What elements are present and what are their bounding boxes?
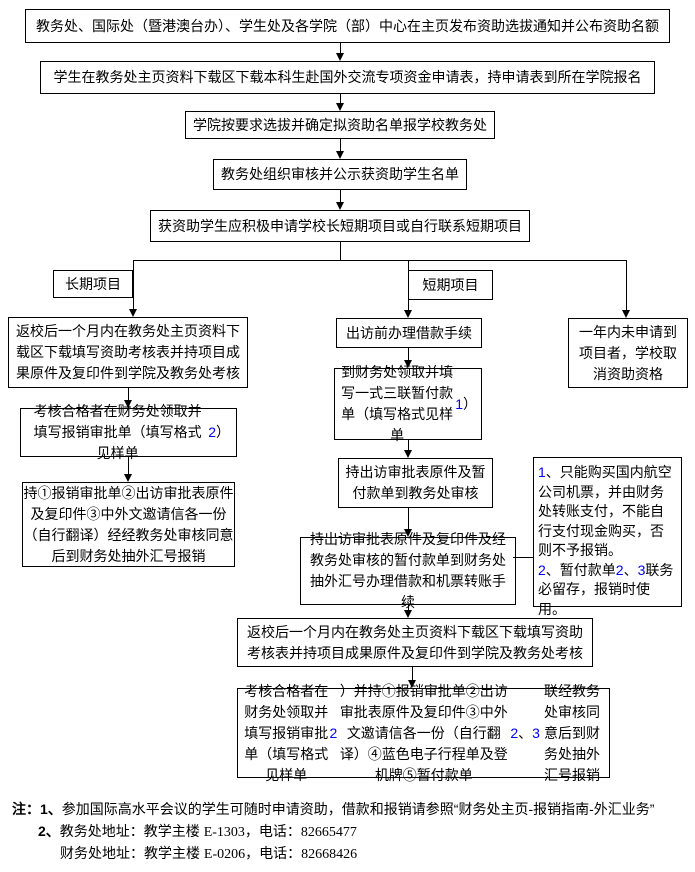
branch-left-arrowhead <box>129 309 137 317</box>
step-short-term-assessment: 返校后一个月内在教务处主页资料下载区下载填写资助考核表并持项目成果原件及复印件到… <box>237 618 593 667</box>
branch-mid-arrowhead <box>404 310 412 318</box>
step-publish-notice: 教务处、国际处（暨港澳台办）、学生处及各学院（部）中心在主页发布资助选拔通知并公… <box>25 9 670 43</box>
arrowhead-1 <box>336 53 344 61</box>
arrow-line-3 <box>340 139 341 151</box>
arrowhead-left-1 <box>124 400 132 408</box>
arrow-line-left-1 <box>128 388 129 400</box>
arrowhead-mid-2 <box>404 450 412 458</box>
step-loan-and-ticket-transfer: 持出访审批表原件及复印件及经教务处审核的暂付款单到财务处抽外汇号办理借款和机票转… <box>300 531 516 610</box>
step-academic-office-review: 持出访审批表原件及暂付款单到教务处审核 <box>338 458 493 508</box>
footnote-2: 2、教务处地址：教学主楼 E-1303，电话：82665477 <box>38 823 357 840</box>
arrow-line-2 <box>340 94 341 103</box>
footnote-3: 财务处地址：教学主楼 E-0206，电话：82668426 <box>60 845 358 862</box>
step-cancel-funding: 一年内未申请到项目者，学校取消资助资格 <box>568 318 688 388</box>
arrowhead-3 <box>336 151 344 159</box>
step-review-publicity: 教务处组织审核并公示获资助学生名单 <box>213 159 467 190</box>
arrow-line-mid-3 <box>408 508 409 529</box>
branch-label-long-term: 长期项目 <box>53 270 133 298</box>
arrow-line-mid-1 <box>408 348 409 360</box>
note-paragraph-1: 1、只能购买国内航空公司机票，并由财务处转账支付，不能自行支付现金购买，否则不予… <box>538 464 672 558</box>
note-connector-line <box>513 557 533 558</box>
note-box: 1、只能购买国内航空公司机票，并由财务处转账支付，不能自行支付现金购买，否则不予… <box>533 457 682 617</box>
arrow-line-left-2 <box>128 457 129 474</box>
branch-stem-line <box>340 242 341 261</box>
step-download-application: 学生在教务处主页资料下载区下载本科生赴国外交流专项资金申请表，持申请表到所在学院… <box>40 61 655 94</box>
branch-label-short-term: 短期项目 <box>408 270 493 300</box>
note-paragraph-2: 2、暂付款单2、3联务必留存，报销时使用。 <box>538 561 674 617</box>
step-college-selection: 学院按要求选拔并确定拟资助名单报学校教务处 <box>185 111 495 139</box>
branch-horizontal-line <box>133 260 627 261</box>
arrowhead-bottom-0 <box>404 610 412 618</box>
branch-right-arrowhead <box>622 310 630 318</box>
footnote-1: 注：1、参加国际高水平会议的学生可随时申请资助，借款和报销请参照“财务处主页-报… <box>12 801 655 817</box>
arrowhead-left-2 <box>124 474 132 482</box>
arrow-line-bottom-0 <box>408 605 409 610</box>
step-long-term-assessment: 返校后一个月内在教务处主页资料下载区下载填写资助考核表并持项目成果原件及复印件到… <box>8 317 248 388</box>
arrow-line-bottom-1 <box>412 667 413 680</box>
step-long-term-reimburse: 持①报销审批单②出访审批表原件及复印件③中外文邀请信各一份（自行翻译）经经教务处… <box>22 482 235 567</box>
branch-left-line <box>133 260 134 309</box>
arrowhead-bottom-1 <box>408 680 416 688</box>
arrowhead-2 <box>336 103 344 111</box>
arrowhead-mid-3 <box>404 529 412 537</box>
arrow-line-1 <box>340 43 341 53</box>
arrowhead-4 <box>336 202 344 210</box>
arrow-line-4 <box>340 190 341 202</box>
branch-right-line <box>626 260 627 310</box>
step-loan-procedure: 出访前办理借款手续 <box>336 318 482 348</box>
arrowhead-mid-1 <box>404 360 412 368</box>
arrow-line-mid-2 <box>408 440 409 450</box>
step-apply-projects: 获资助学生应积极申请学校长短期项目或自行联系短期项目 <box>150 210 530 242</box>
